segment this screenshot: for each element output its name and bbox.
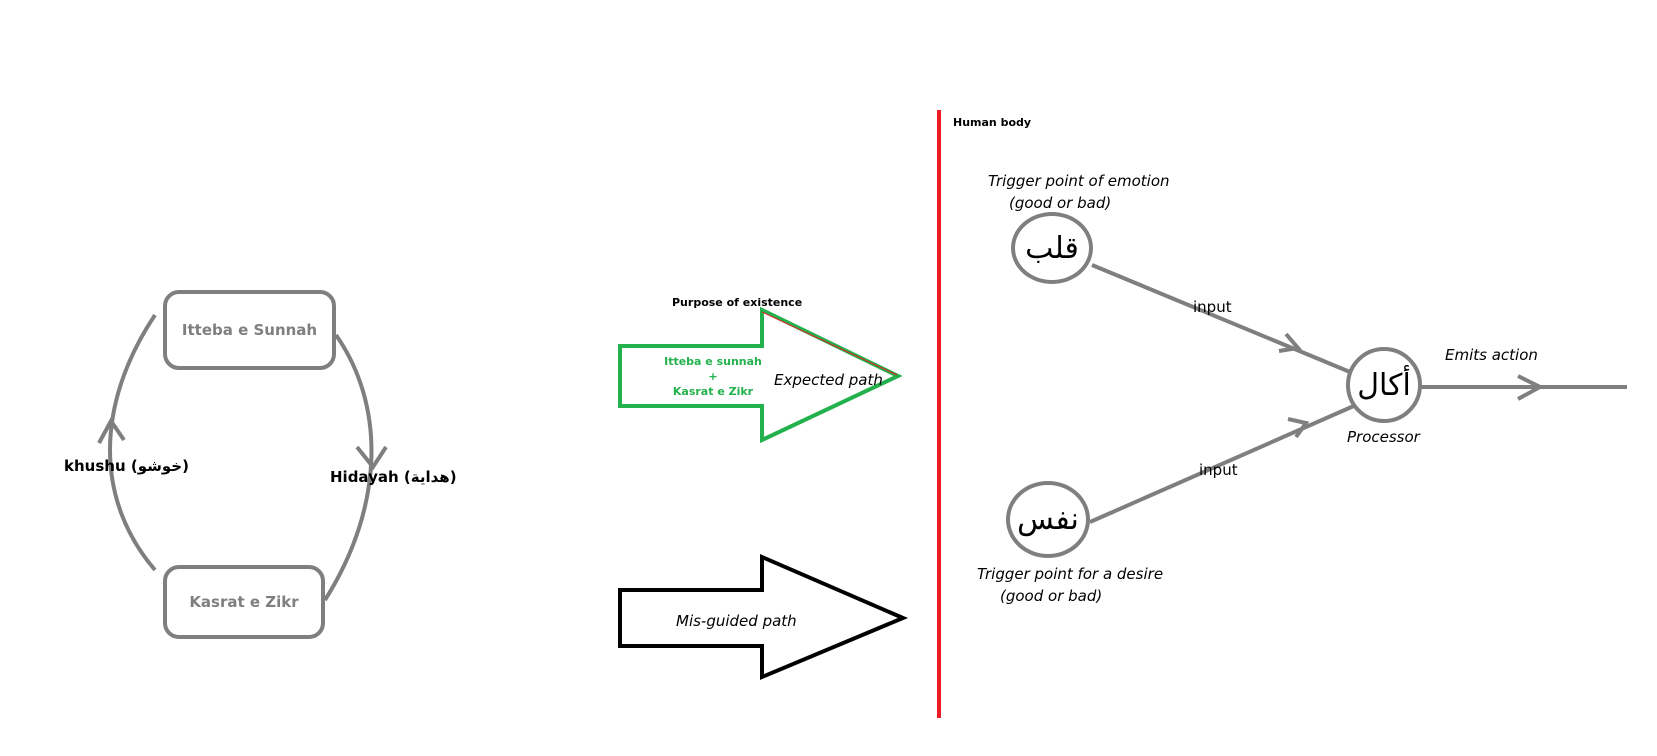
nafs-to-akaal-line	[1089, 403, 1357, 524]
nafs-caption-line-2: (good or bad)	[1000, 587, 1103, 605]
itteba-e-sunnah-box: Itteba e Sunnah	[163, 290, 336, 370]
akaal-node: أكال	[1346, 347, 1422, 423]
green-arrow-plus: +	[708, 370, 718, 383]
cycle-right-arrowhead	[355, 445, 388, 471]
hidayah-label: Hidayah (هداية)	[330, 468, 457, 486]
kasrat-e-zikr-box: Kasrat e Zikr	[163, 565, 325, 639]
qalb-caption-line-2: (good or bad)	[1009, 194, 1112, 212]
cycle-left-curve	[108, 313, 157, 572]
input-label-bottom: input	[1199, 461, 1238, 479]
qalb-to-akaal-line	[1091, 263, 1351, 374]
expected-path-arrow-red-edge	[761, 311, 898, 376]
qalb-label: قلب	[1025, 230, 1079, 266]
akaal-label: أكال	[1357, 367, 1411, 403]
human-body-title: Human body	[953, 116, 1032, 129]
itteba-e-sunnah-label: Itteba e Sunnah	[181, 321, 318, 339]
processor-label: Processor	[1347, 428, 1420, 446]
misguided-path-label: Mis-guided path	[676, 612, 797, 630]
khushu-label: khushu (خوشو)	[64, 457, 189, 475]
cycle-left-arrowhead	[97, 417, 126, 444]
qalb-caption: Trigger point of emotion (good or bad)	[988, 170, 1170, 214]
emits-action-label: Emits action	[1445, 346, 1538, 364]
kasrat-e-zikr-label: Kasrat e Zikr	[189, 593, 299, 611]
nafs-caption-line-1: Trigger point for a desire	[977, 565, 1164, 583]
qalb-node: قلب	[1011, 212, 1093, 284]
qalb-input-arrowhead	[1278, 332, 1302, 353]
nafs-input-arrowhead	[1287, 417, 1310, 439]
nafs-caption: Trigger point for a desire (good or bad)	[977, 563, 1163, 607]
purpose-of-existence-title: Purpose of existence	[672, 296, 803, 309]
nafs-node: نفس	[1006, 481, 1090, 558]
green-arrow-line-2: Kasrat e Zikr	[672, 385, 754, 398]
action-output-arrowhead	[1517, 374, 1545, 401]
green-arrow-text: Itteba e sunnah + Kasrat e Zikr	[650, 354, 776, 399]
expected-path-label: Expected path	[774, 371, 883, 389]
misguided-path-arrow	[618, 553, 909, 681]
input-label-top: input	[1193, 298, 1232, 316]
nafs-label: نفس	[1017, 502, 1079, 537]
qalb-caption-line-1: Trigger point of emotion	[988, 172, 1170, 190]
cycle-right-curve	[323, 333, 374, 602]
green-arrow-line-1: Itteba e sunnah	[664, 355, 762, 368]
